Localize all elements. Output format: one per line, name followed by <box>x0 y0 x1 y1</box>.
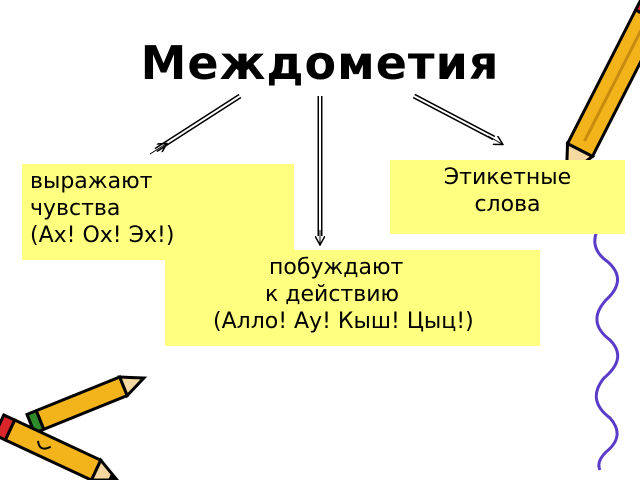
arrow-to-left-box <box>149 93 242 155</box>
box-line: (Ах! Ох! Эх!) <box>30 223 175 248</box>
pencils-group-icon <box>0 375 148 480</box>
box-line: побуждают <box>269 255 404 280</box>
diagram-title: Междометия <box>140 36 500 90</box>
box-express-feelings: выражают чувства (Ах! Ох! Эх!) <box>22 164 294 260</box>
wavy-line <box>593 178 620 471</box>
box-line: к действию <box>265 282 400 307</box>
pencil-icon <box>564 0 640 180</box>
box-etiquette-words: Этикетные слова <box>390 160 625 234</box>
box-line: (Алло! Ау! Кыш! Цыц!) <box>213 309 474 334</box>
box-line: Этикетные <box>443 165 572 190</box>
box-line: выражают <box>30 169 153 194</box>
box-line: чувства <box>30 196 121 221</box>
box-prompt-action: побуждают к действию (Алло! Ау! Кыш! Цыц… <box>165 250 540 346</box>
arrow-to-right-box <box>412 93 502 144</box>
box-line: слова <box>474 192 541 217</box>
